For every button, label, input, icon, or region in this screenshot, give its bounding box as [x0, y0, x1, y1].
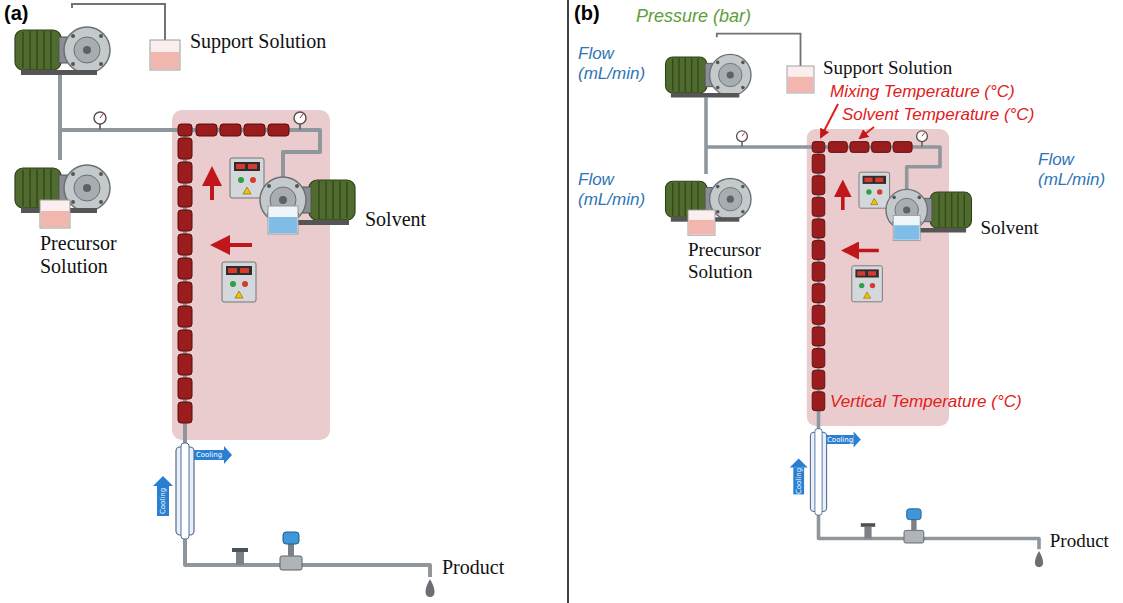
- product-label: Product: [1050, 530, 1109, 552]
- solution-label: Support Solution: [823, 57, 952, 79]
- leader-arrow: [860, 127, 874, 138]
- solution-label: Precursor Solution: [688, 239, 796, 283]
- flow-label: Flow (mL/min): [578, 170, 658, 210]
- flow-label: Flow (mL/min): [578, 44, 658, 84]
- flow-label: Flow (mL/min): [1038, 150, 1118, 190]
- cooling-label: Cooling: [795, 468, 802, 494]
- reactor-illustration: [666, 34, 1044, 568]
- solution-label: Solvent: [365, 208, 426, 231]
- solution-label: Support Solution: [190, 30, 326, 53]
- pressure-label: Pressure (bar): [636, 6, 751, 27]
- temperature-label: Mixing Temperature (°C): [830, 82, 1015, 102]
- product-label: Product: [442, 556, 504, 579]
- panel-label: (b): [574, 2, 600, 25]
- solution-label: Precursor Solution: [40, 232, 152, 278]
- panel-label: (a): [4, 2, 28, 25]
- temperature-label: Solvent Temperature (°C): [842, 105, 1034, 125]
- solution-label: Solvent: [981, 217, 1039, 239]
- reactor-illustration: [15, 4, 435, 597]
- cooling-label: Cooling: [160, 488, 167, 514]
- cooling-label: Cooling: [827, 436, 853, 443]
- cooling-label: Cooling: [196, 452, 222, 459]
- leader-arrow: [821, 104, 838, 137]
- temperature-label: Vertical Temperature (°C): [830, 392, 1022, 412]
- panel-divider: [567, 0, 569, 603]
